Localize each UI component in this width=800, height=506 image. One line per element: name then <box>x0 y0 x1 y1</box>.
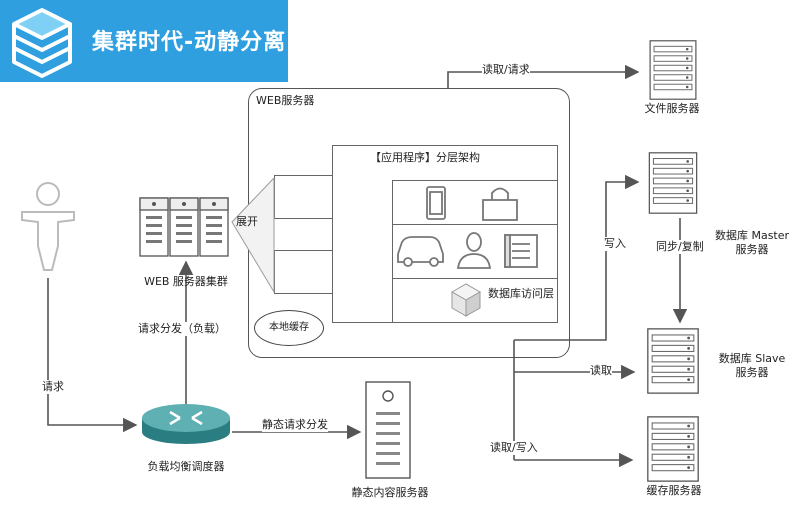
db-master-label-line1: 数据库 Master <box>714 229 790 242</box>
db-master-server-icon <box>648 152 698 214</box>
user-profile-icon <box>456 232 492 269</box>
static-server-label: 静态内容服务器 <box>351 486 429 499</box>
db-master-label-line2: 服务器 <box>735 243 769 256</box>
expand-callout-icon <box>231 176 275 294</box>
phone-icon <box>426 186 446 220</box>
document-icon <box>504 234 538 268</box>
expand-label: 展开 <box>236 215 258 228</box>
user-person-icon <box>21 182 75 271</box>
file-server-label: 文件服务器 <box>644 102 700 115</box>
local-cache: 本地缓存 <box>254 310 324 346</box>
ui-layer-box <box>392 180 558 226</box>
router-icon <box>142 404 230 444</box>
read-request-label: 读取/请求 <box>482 63 530 77</box>
web-cluster-label: WEB 服务器集群 <box>144 275 228 288</box>
cache-server-icon <box>646 416 700 482</box>
read-label: 读取 <box>590 364 612 378</box>
web-cluster-servers-icon <box>139 197 229 257</box>
request-label: 请求 <box>42 380 64 394</box>
web-server-title: WEB服务器 <box>256 94 315 107</box>
stack-logo-icon <box>12 8 72 78</box>
dispatch-label: 请求分发（负载） <box>138 322 226 336</box>
write-label: 写入 <box>604 237 626 251</box>
db-slave-server-icon <box>646 328 700 394</box>
page-title: 集群时代-动静分离 <box>92 30 287 55</box>
static-dispatch-label: 静态请求分发 <box>262 418 328 432</box>
car-icon <box>397 236 444 267</box>
file-server-icon <box>649 40 697 100</box>
sync-label: 同步/复制 <box>656 240 704 254</box>
cube-icon <box>450 283 482 317</box>
shopping-bag-icon <box>482 187 518 221</box>
title-banner: 集群时代-动静分离 <box>0 0 288 82</box>
layer-architecture-title: 【应用程序】分层架构 <box>370 151 480 164</box>
db-slave-label-line1: 数据库 Slave <box>718 352 786 365</box>
db-access-layer-label: 数据库访问层 <box>488 287 554 300</box>
static-server-icon <box>365 381 411 479</box>
cache-server-label: 缓存服务器 <box>646 484 702 497</box>
db-slave-label-line2: 服务器 <box>735 366 769 379</box>
read-write-label: 读取/写入 <box>490 441 538 455</box>
load-balancer-label: 负载均衡调度器 <box>147 460 225 473</box>
